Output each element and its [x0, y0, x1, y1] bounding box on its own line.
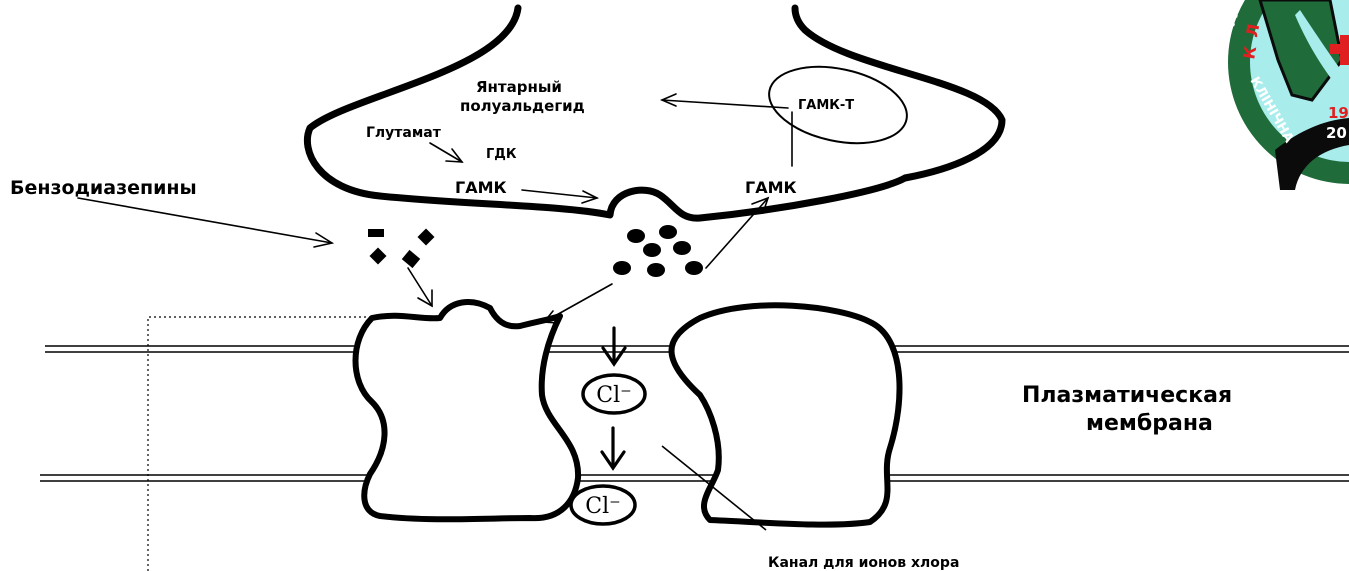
benzodiazepine-dot	[370, 248, 387, 265]
gaba-dot	[647, 263, 665, 277]
benzodiazepine-dot	[402, 250, 420, 268]
presynaptic-terminal	[307, 8, 1002, 218]
benzodiazepine-dot	[418, 229, 435, 246]
benzodiazepine-dot	[368, 229, 384, 237]
label-gaba-right: ГАМК	[745, 178, 797, 197]
gaba-dot	[627, 229, 645, 243]
logo-digits: 19	[1328, 104, 1349, 122]
label-succinic-semialdehyde-1: Янтарный	[476, 78, 562, 96]
chloride-ion-label-1: Cl⁻	[596, 383, 631, 408]
receptor-right-subunit	[672, 305, 900, 524]
chloride-ion-label-2: Cl⁻	[585, 494, 620, 519]
label-membrane-2: мембрана	[1086, 411, 1213, 436]
label-membrane-1: Плазматическая	[1022, 383, 1232, 408]
logo-digits: 20	[1326, 124, 1347, 142]
gaba-dot	[673, 241, 691, 255]
gaba-dot	[685, 261, 703, 275]
label-gaba-t: ГАМК-Т	[798, 98, 854, 113]
label-gdk: ГДК	[486, 147, 517, 162]
label-succinic-semialdehyde-2: полуальдегид	[460, 97, 585, 115]
university-logo: Ф А К Л КЛІНІЧНА 19 20	[1219, 0, 1349, 190]
gaba-dot	[613, 261, 631, 275]
label-glutamate: Глутамат	[366, 125, 442, 141]
label-gaba-left: ГАМК	[455, 178, 507, 197]
receptor-left-subunit	[356, 302, 579, 519]
gaba-dot	[659, 225, 677, 239]
label-channel: Канал для ионов хлора	[768, 555, 959, 571]
gaba-dot	[643, 243, 661, 257]
label-benzodiazepines: Бензодиазепины	[10, 177, 197, 199]
